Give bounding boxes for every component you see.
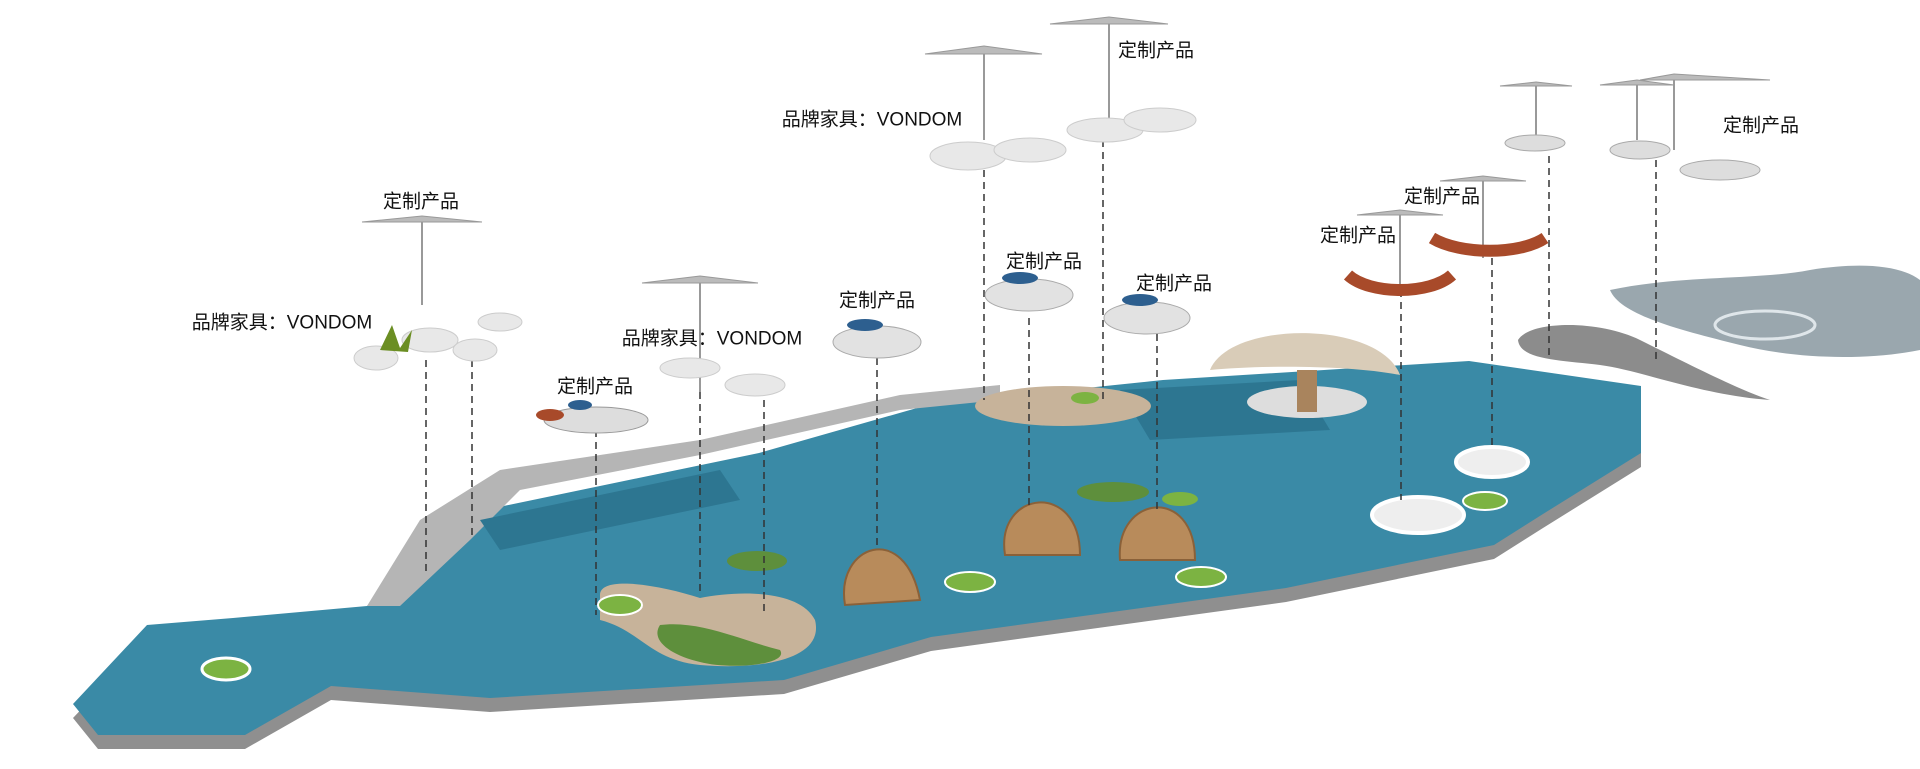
label-brand-furniture: 品牌家具：VONDOM xyxy=(191,312,373,334)
deck-top xyxy=(975,386,1151,426)
dining-sets xyxy=(1504,134,1761,181)
plaza-ring xyxy=(1713,309,1817,341)
patterned-plaza xyxy=(1518,325,1770,400)
planter xyxy=(944,571,996,593)
planter xyxy=(597,594,643,616)
planter xyxy=(1175,566,1227,588)
leader-lines xyxy=(425,140,1657,615)
label-custom-product: 定制产品 xyxy=(1135,273,1213,295)
island-planter-left xyxy=(657,624,782,666)
label-custom-product: 定制产品 xyxy=(1117,40,1195,62)
label-custom-product: 定制产品 xyxy=(1319,225,1397,247)
planter xyxy=(1071,392,1099,404)
raised-walkway xyxy=(367,385,1000,606)
planter-far-left xyxy=(200,656,252,682)
planter xyxy=(1462,491,1508,511)
label-brand-furniture: 品牌家具：VONDOM xyxy=(781,109,963,131)
planter xyxy=(727,551,787,571)
canopy-trunk xyxy=(1297,370,1317,412)
vondom-loungers xyxy=(353,107,1197,397)
label-custom-product: 定制产品 xyxy=(1403,186,1481,208)
round-seat xyxy=(1370,495,1466,535)
rattan-pods xyxy=(843,501,1197,607)
canopy-roof xyxy=(1210,333,1400,375)
label-custom-product: 定制产品 xyxy=(838,290,916,312)
label-custom-product: 定制产品 xyxy=(382,191,460,213)
planter-plant xyxy=(380,325,412,352)
label-custom-product: 定制产品 xyxy=(556,376,634,398)
curved-sofas xyxy=(1343,232,1549,296)
steps xyxy=(480,470,740,550)
planter xyxy=(1077,482,1149,502)
label-custom-product: 定制产品 xyxy=(1722,115,1800,137)
pool-water xyxy=(73,361,1641,735)
planter xyxy=(1162,492,1198,506)
round-seat xyxy=(1454,445,1530,479)
label-custom-product: 定制产品 xyxy=(1005,251,1083,273)
daybeds xyxy=(536,272,1191,434)
label-brand-furniture: 品牌家具：VONDOM xyxy=(621,328,803,350)
umbrellas xyxy=(361,16,1771,392)
